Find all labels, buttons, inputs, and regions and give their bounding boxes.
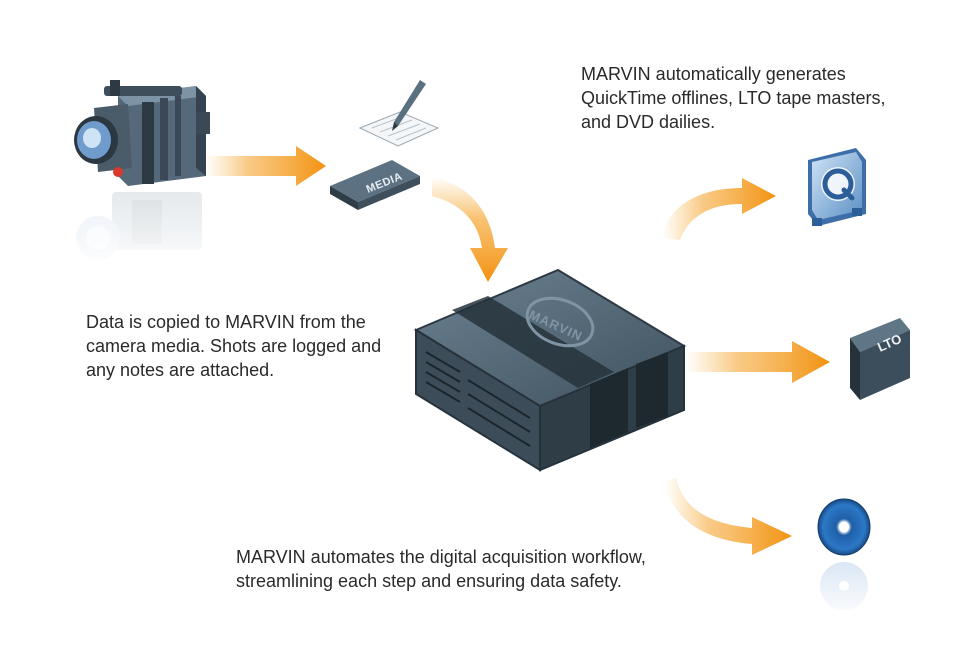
automation-line-1: MARVIN automates the digital acquisition… [236,547,646,567]
dvd-disc-icon [812,498,876,620]
outputs-line-2: QuickTime offlines, LTO tape masters, [581,88,886,108]
arrow-camera-to-media [205,146,326,186]
media-card-icon: MEDIA [330,160,420,210]
arrow-marvin-to-quicktime [662,178,776,240]
arrow-marvin-to-lto [686,341,830,383]
copy-line-2: camera media. Shots are logged and [86,336,382,356]
arrow-marvin-to-dvd [664,478,792,555]
outputs-line-1: MARVIN automatically generates [581,64,846,84]
quicktime-icon [808,148,866,226]
automation-description: MARVIN automates the digital acquisition… [236,545,646,593]
copy-line-3: any notes are attached. [86,360,275,380]
marvin-device-icon: MARVIN [413,268,687,472]
copy-description: Data is copied to MARVIN from the camera… [86,310,381,382]
video-camera-icon [60,80,230,280]
automation-line-2: streamlining each step and ensuring data… [236,571,622,591]
lto-tape-icon: LTO [850,318,910,400]
outputs-description: MARVIN automatically generates QuickTime… [581,62,885,134]
copy-line-1: Data is copied to MARVIN from the [86,312,366,332]
arrow-media-to-marvin [432,176,508,282]
notepad-pen-icon [358,80,440,147]
outputs-line-3: and DVD dailies. [581,112,716,132]
